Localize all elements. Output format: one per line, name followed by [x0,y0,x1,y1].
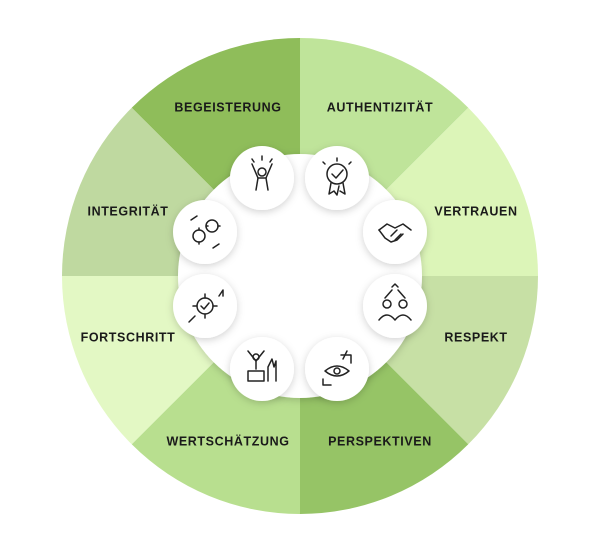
gears-cycle-icon [173,200,237,264]
cheering-person-icon [230,146,294,210]
segment-label: INTEGRITÄT [88,203,169,218]
wheel-center [178,154,422,398]
segment-label: RESPEKT [444,330,507,344]
handshake-icon [363,200,427,264]
high-five-icon [363,274,427,338]
award-badge-icon [305,146,369,210]
eye-perspective-icon [305,337,369,401]
segment-label: WERTSCHÄTZUNG [166,433,289,448]
segment-label: PERSPEKTIVEN [328,434,432,448]
gear-growth-icon [173,274,237,338]
segment-labels: BEGEISTERUNG AUTHENTIZITÄT VERTRAUEN RESPEK… [81,99,517,448]
segment-label: FORTSCHRITT [81,330,176,344]
applause-podium-icon [230,337,294,401]
segment-label: BEGEISTERUNG [174,100,281,114]
segment-label: AUTHENTIZITÄT [327,99,433,114]
segment-label: VERTRAUEN [434,204,517,218]
